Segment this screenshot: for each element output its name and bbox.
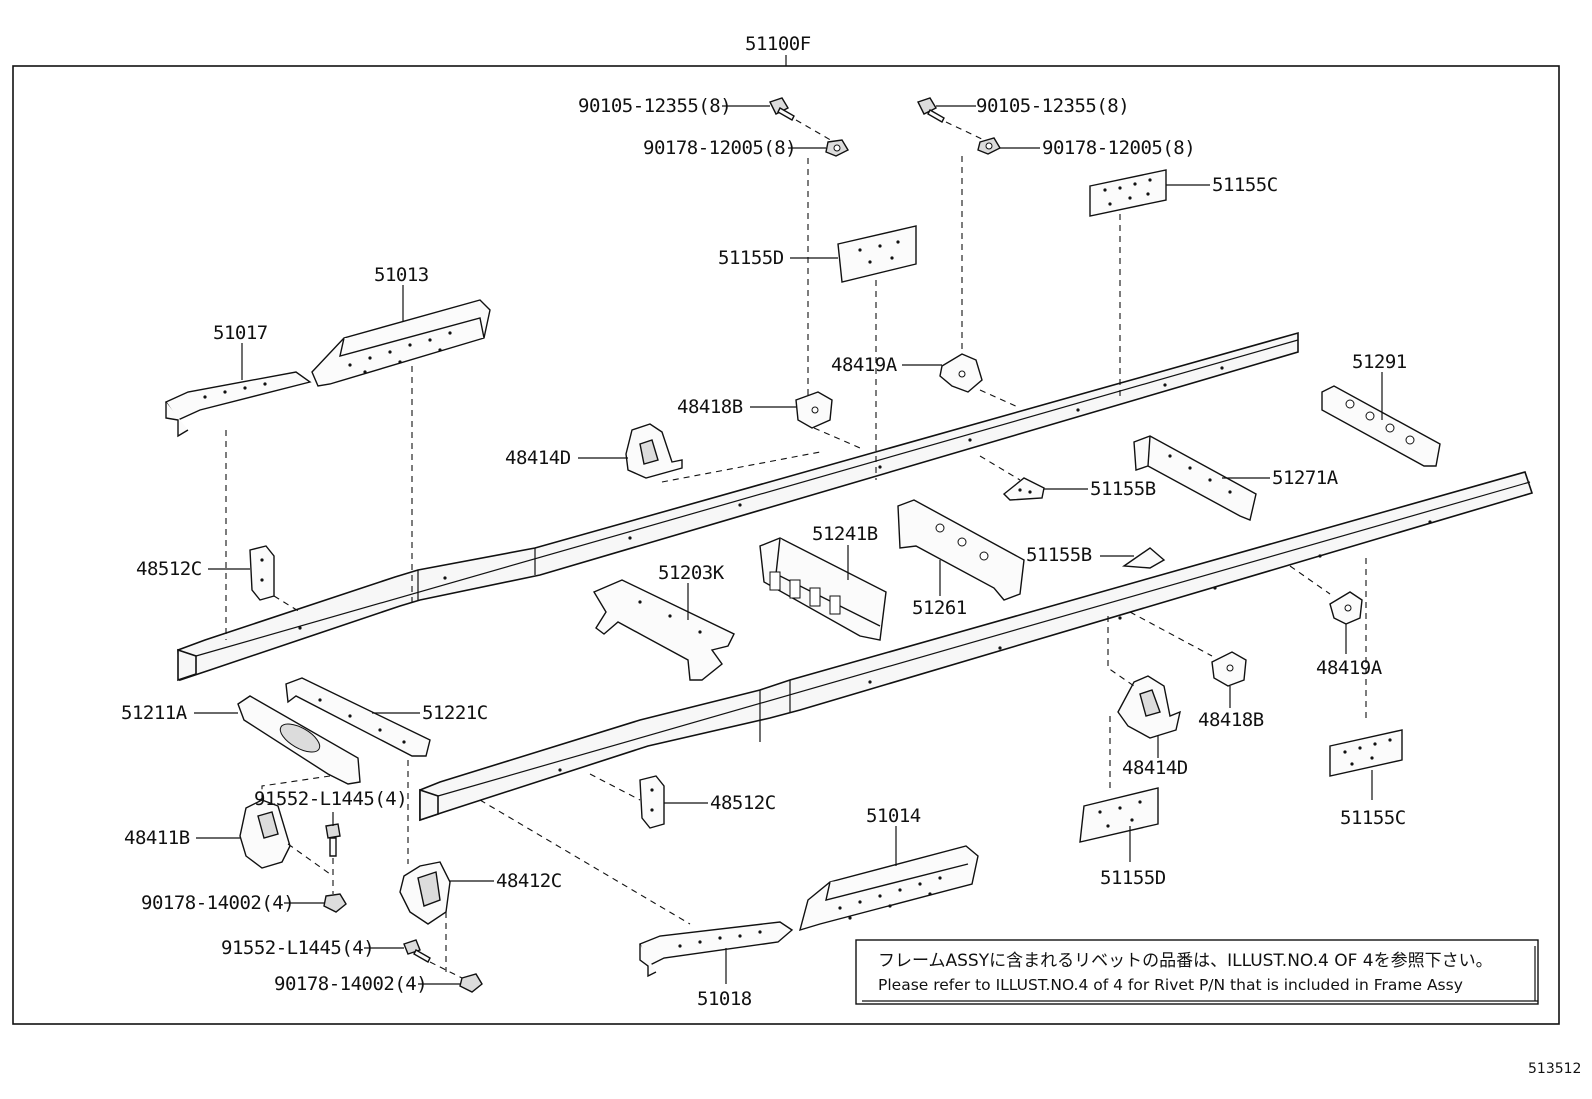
reinforcement-51014-icon [799, 845, 979, 932]
crossmember-51241b-icon [759, 537, 887, 641]
label-crossmember-51211a: 51211A [121, 702, 188, 724]
plate-51155c-right-icon [1329, 729, 1403, 777]
label-bracket-48414d-top: 48414D [505, 447, 571, 469]
bolt-top-left-icon [769, 97, 795, 121]
label-bolt-mid-left: 91552-L1445(4) [254, 788, 407, 810]
plate-51155c-top-icon [1089, 169, 1167, 217]
plate-51155d-top-icon [837, 225, 917, 283]
label-crossmember-51271a: 51271A [1272, 467, 1339, 489]
label-reinforcement-51013: 51013 [374, 264, 429, 286]
label-gusset-51155b-lower: 51155B [1026, 544, 1092, 566]
label-bracket-48418b-right: 48418B [1198, 709, 1264, 731]
label-plate-51155d-top: 51155D [718, 247, 784, 269]
label-reinforcement-51017: 51017 [213, 322, 268, 344]
label-reinforcement-51014: 51014 [866, 805, 921, 827]
label-bracket-48419a-right: 48419A [1316, 657, 1383, 679]
crossmember-51211a-icon [237, 695, 361, 785]
bracket-48418b-right-icon [1211, 651, 1247, 687]
assembly-label: 51100F [745, 33, 811, 55]
bracket-48412c-icon [399, 861, 451, 925]
crossmember-51261-icon [897, 499, 1025, 601]
label-bracket-48412c: 48412C [496, 870, 562, 892]
reinforcement-51018-icon [639, 921, 794, 978]
label-bolt-top-right: 90105-12355(8) [976, 95, 1129, 117]
label-plate-51155c-top: 51155C [1212, 174, 1278, 196]
bracket-48512c-right-icon [639, 775, 665, 829]
label-crossmember-51241b: 51241B [812, 523, 878, 545]
label-bracket-48512c-left: 48512C [136, 558, 202, 580]
label-crossmember-51221c: 51221C [422, 702, 488, 724]
nut-bottom-left-icon [459, 973, 483, 993]
label-bolt-bottom-left: 91552-L1445(4) [221, 937, 374, 959]
crossmember-51291-icon [1321, 385, 1441, 467]
label-bolt-top-left: 90105-12355(8) [578, 95, 731, 117]
crossmember-51271a-icon [1133, 435, 1257, 521]
rivet-note-box [855, 939, 1539, 1005]
label-nut-mid-left: 90178-14002(4) [141, 892, 294, 914]
label-bracket-48411b: 48411B [124, 827, 190, 849]
note-english: Please refer to ILLUST.NO.4 of 4 for Riv… [878, 976, 1463, 994]
label-plate-51155d-right: 51155D [1100, 867, 1166, 889]
label-reinforcement-51018: 51018 [697, 988, 752, 1010]
gusset-51155b-upper-icon [1002, 477, 1045, 501]
nut-top-left-icon [825, 139, 849, 157]
crossmember-51203k-icon [592, 579, 735, 681]
upper-side-rail [177, 331, 1299, 682]
bracket-48512c-left-icon [249, 545, 275, 601]
label-crossmember-51203k: 51203K [658, 562, 725, 584]
label-crossmember-51291: 51291 [1352, 351, 1407, 373]
bracket-48411b-icon [239, 799, 291, 869]
plate-51155d-right-icon [1079, 787, 1159, 843]
label-nut-bottom-left: 90178-14002(4) [274, 973, 427, 995]
gusset-51155b-lower-icon [1121, 547, 1166, 569]
bracket-48419a-right-icon [1329, 591, 1363, 625]
label-bracket-48419a-top: 48419A [831, 354, 898, 376]
label-crossmember-51261: 51261 [912, 597, 967, 619]
bracket-48419a-top-icon [939, 353, 983, 393]
label-gusset-51155b-upper: 51155B [1090, 478, 1156, 500]
label-bracket-48414d-right: 48414D [1122, 757, 1188, 779]
nut-mid-left-icon [323, 893, 347, 913]
lower-side-rail [419, 471, 1534, 822]
bolt-bottom-left-icon [403, 939, 431, 963]
bracket-48418b-top-icon [795, 391, 833, 429]
nut-top-right-icon [977, 137, 1001, 155]
bracket-48414d-top-icon [625, 423, 683, 479]
crossmember-51221c-icon [285, 677, 431, 757]
label-nut-top-left: 90178-12005(8) [643, 137, 796, 159]
label-plate-51155c-right: 51155C [1340, 807, 1406, 829]
bolt-mid-left-icon [325, 823, 341, 857]
note-japanese: フレームASSYに含まれるリベットの品番は、ILLUST.NO.4 OF 4を参… [878, 951, 1493, 971]
reinforcement-51017-icon [164, 371, 312, 438]
bracket-48414d-right-icon [1117, 675, 1181, 739]
illustration-number: 513512 [1528, 1061, 1581, 1077]
bolt-top-right-icon [917, 97, 945, 123]
label-bracket-48418b-top: 48418B [677, 396, 743, 418]
label-bracket-48512c-right: 48512C [710, 792, 776, 814]
label-nut-top-right: 90178-12005(8) [1042, 137, 1195, 159]
reinforcement-51013-icon [311, 299, 491, 387]
